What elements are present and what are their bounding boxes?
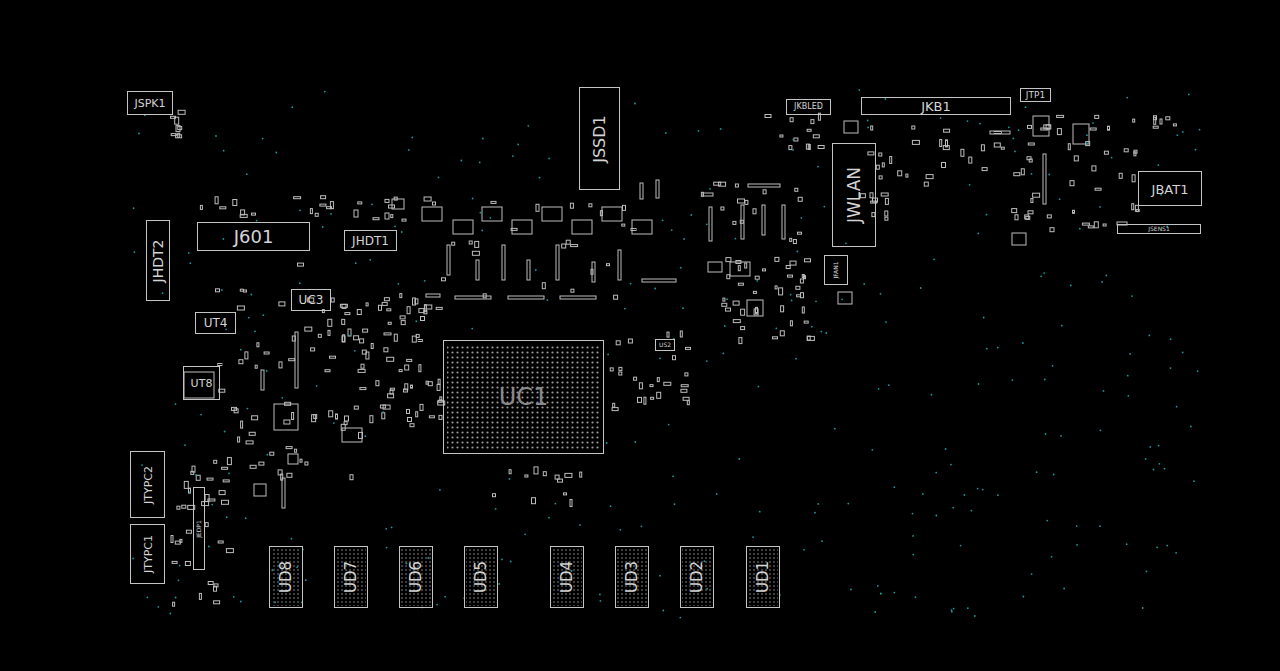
part-name: UD1: [756, 561, 771, 593]
part-name: JHDT2: [151, 239, 165, 282]
component-outline: UD1: [746, 546, 780, 608]
part-name: UD8: [279, 561, 294, 593]
part-name: UD5: [474, 561, 489, 593]
component-outline: UC1: [443, 340, 604, 454]
part-name: JSENS1: [1148, 226, 1169, 232]
component-outline: JSPK1: [127, 91, 173, 115]
component-outline: UT8: [183, 366, 220, 400]
component-outline: UT4: [195, 312, 236, 334]
component-outline: JKB1: [861, 97, 1011, 115]
component-outline: JKBLED: [786, 99, 831, 115]
dram-pads: [271, 548, 778, 606]
component-outline: UD5: [464, 546, 498, 608]
small-parts: [171, 110, 1177, 606]
component-outline: UC3: [291, 289, 331, 311]
component-outline: JEDP1: [193, 487, 205, 570]
part-name: UD3: [625, 561, 640, 593]
component-outline: UD7: [334, 546, 368, 608]
part-name: UD4: [560, 561, 575, 593]
component-outline: UD2: [680, 546, 714, 608]
part-name: JWLAN: [846, 167, 863, 223]
part-name: JSSD1: [592, 115, 608, 163]
component-outline: JSENS1: [1117, 224, 1201, 234]
component-outline: JSSD1: [579, 87, 620, 190]
component-outline: JTYPC1: [130, 524, 165, 584]
part-name: UT4: [204, 317, 228, 329]
part-name: UT8: [191, 378, 213, 389]
component-outline: UD6: [399, 546, 433, 608]
part-name: JTYPC2: [142, 466, 153, 504]
bga-pads: [447, 344, 600, 450]
part-name: JSPK1: [134, 98, 165, 109]
component-outline: JFAN1: [824, 255, 848, 285]
part-name: JKB1: [921, 100, 951, 113]
part-name: JKBLED: [794, 103, 823, 111]
component-outline: JHDT2: [146, 220, 170, 301]
component-outline: J601: [197, 222, 310, 251]
part-name: UD6: [409, 561, 424, 593]
component-outline: UD3: [615, 546, 649, 608]
part-name: JFAN1: [833, 261, 839, 278]
component-outline: UD8: [269, 546, 303, 608]
component-outline: JTP1: [1020, 88, 1051, 102]
part-name: J601: [234, 228, 274, 246]
part-name: JEDP1: [196, 520, 202, 538]
component-outline: JHDT1: [344, 230, 397, 251]
part-name: JHDT1: [352, 235, 389, 247]
part-name: UD2: [690, 561, 705, 593]
part-name: JBAT1: [1152, 182, 1189, 195]
part-name: JTP1: [1026, 91, 1045, 100]
component-outline: JTYPC2: [130, 451, 165, 518]
component-outline: JWLAN: [832, 143, 876, 247]
part-name: UC3: [299, 294, 324, 306]
component-outline: UD4: [550, 546, 584, 608]
part-name: UD7: [344, 561, 359, 593]
part-name: JTYPC1: [142, 535, 153, 573]
component-outline: US2: [655, 339, 675, 351]
part-name: US2: [659, 342, 671, 348]
part-name: UC1: [499, 385, 549, 409]
vias: [132, 89, 1200, 618]
component-outline: JBAT1: [1138, 171, 1202, 206]
